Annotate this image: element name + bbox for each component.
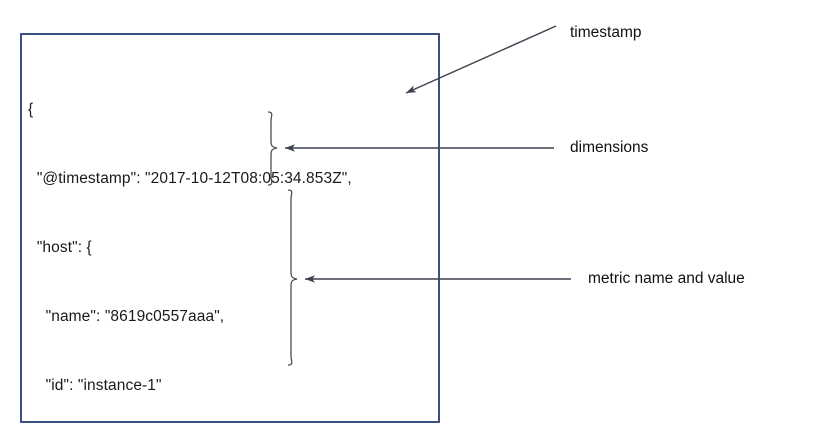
json-document-box xyxy=(20,33,440,423)
json-line-host-id: "id": "instance-1" xyxy=(28,377,162,394)
json-code-block: { "@timestamp": "2017-10-12T08:05:34.853… xyxy=(28,52,448,437)
annotation-label-metric: metric name and value xyxy=(588,270,745,287)
json-line-host-name: "name": "8619c0557aaa", xyxy=(28,308,225,325)
json-line: { xyxy=(28,101,34,118)
annotation-label-timestamp: timestamp xyxy=(570,24,642,41)
json-line-timestamp: "@timestamp": "2017-10-12T08:05:34.853Z"… xyxy=(28,170,352,187)
json-line-host-open: "host": { xyxy=(28,239,92,256)
annotation-label-dimensions: dimensions xyxy=(570,139,649,156)
